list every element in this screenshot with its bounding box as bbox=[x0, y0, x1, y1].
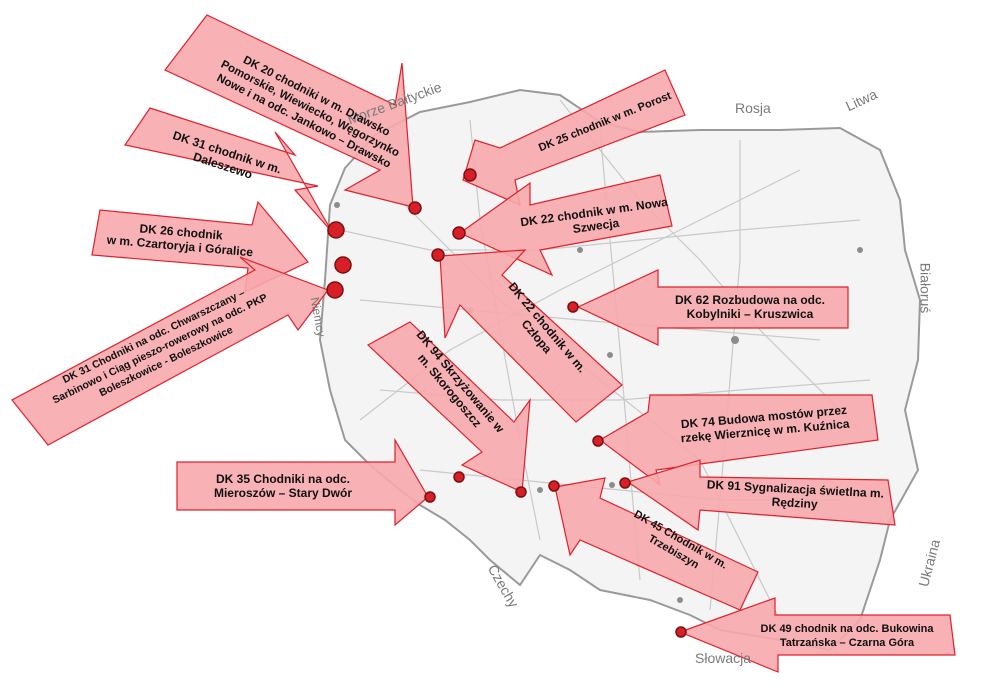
arrow-dk22b bbox=[439, 249, 623, 423]
slowacja-label: Słowacja bbox=[695, 650, 752, 666]
marker-dk62 bbox=[567, 301, 579, 313]
arrow-dk94 bbox=[366, 321, 531, 493]
marker-dk35a bbox=[453, 471, 465, 483]
marker-dk49 bbox=[675, 626, 687, 638]
arrow-dk31b bbox=[11, 256, 329, 446]
label-dk49: DK 49 chodnik na odc. Bukowina Tatrzańsk… bbox=[760, 623, 934, 649]
marker-dk94 bbox=[515, 486, 527, 498]
marker-dk35b bbox=[424, 491, 436, 503]
marker-dk31a bbox=[327, 221, 345, 239]
marker-dk31b bbox=[326, 281, 344, 299]
arrow-dk35 bbox=[176, 437, 429, 527]
arrow-dk62 bbox=[576, 269, 849, 346]
marker-dk25 bbox=[463, 168, 477, 182]
marker-dk22b bbox=[431, 248, 445, 262]
marker-dk26 bbox=[334, 256, 352, 274]
arrow-dk91 bbox=[626, 459, 896, 532]
label-dk62: DK 62 Rozbudowa na odc. Kobylniki – Krus… bbox=[674, 293, 825, 321]
arrow-dk20 bbox=[164, 14, 414, 208]
arrow-dk22a bbox=[458, 174, 673, 277]
marker-dk74 bbox=[592, 435, 604, 447]
label-dk35: DK 35 Chodniki na odc. Mieroszów – Stary… bbox=[213, 472, 353, 500]
arrow-dk31a bbox=[124, 107, 333, 233]
arrows bbox=[11, 14, 956, 673]
marker-dk91 bbox=[619, 477, 631, 489]
bialorus-label: Białoruś bbox=[917, 262, 934, 314]
marker-dk20 bbox=[408, 201, 422, 215]
arrow-dk45 bbox=[554, 477, 759, 611]
marker-dk22a bbox=[452, 226, 466, 240]
location-markers bbox=[326, 168, 687, 638]
marker-dk45 bbox=[548, 480, 560, 492]
rosja-label: Rosja bbox=[735, 100, 771, 116]
arrow-dk49 bbox=[678, 597, 956, 673]
